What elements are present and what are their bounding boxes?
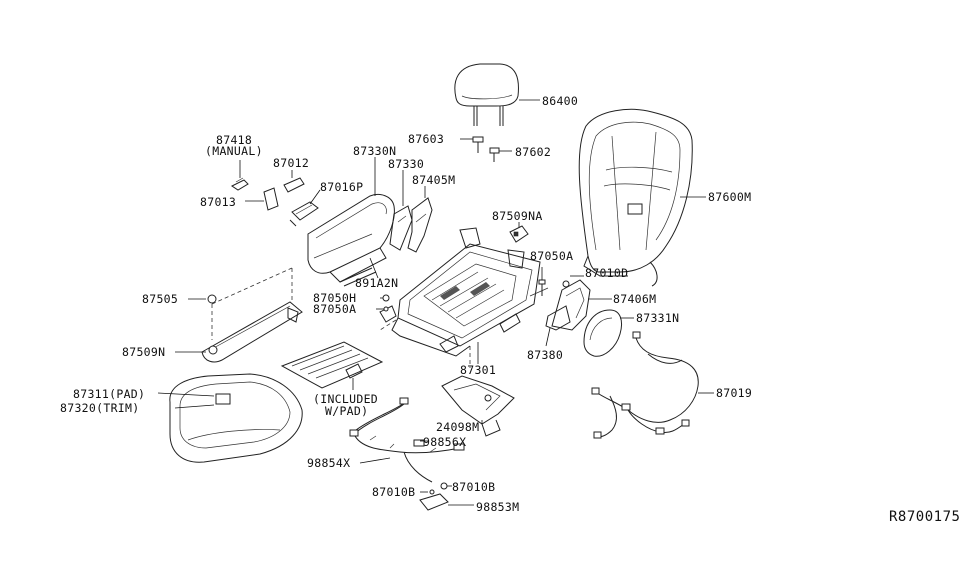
rail-cover bbox=[201, 267, 303, 363]
label-98854X: 98854X bbox=[307, 456, 351, 470]
label-87418: 87418 bbox=[216, 133, 253, 147]
label-87505: 87505 bbox=[142, 292, 179, 306]
label-87331N: 87331N bbox=[636, 311, 680, 325]
label-87013: 87013 bbox=[200, 195, 237, 209]
label-24098M: 24098M bbox=[436, 420, 480, 434]
recliner-cover-outer bbox=[551, 279, 591, 331]
seat-frame-assembly bbox=[379, 227, 549, 368]
label-87600M: 87600M bbox=[708, 190, 752, 204]
label-86400: 86400 bbox=[542, 94, 579, 108]
small-bracket bbox=[289, 201, 319, 227]
occupant-sensor-harness bbox=[349, 397, 465, 483]
manual-lever bbox=[231, 177, 249, 191]
label-87050A-top: 87050A bbox=[530, 249, 574, 263]
seat-cushion bbox=[169, 373, 303, 463]
label-87019: 87019 bbox=[716, 386, 753, 400]
seatback-assembly bbox=[578, 108, 693, 287]
label-891A2N: 891A2N bbox=[355, 276, 399, 290]
label-87010B-left: 87010B bbox=[372, 485, 416, 499]
round-cap bbox=[583, 309, 623, 357]
knob-cover bbox=[283, 177, 305, 193]
label-87418-manual: (MANUAL) bbox=[205, 144, 263, 158]
clip-and-screw bbox=[382, 294, 390, 312]
label-87012: 87012 bbox=[273, 156, 310, 170]
label-87050A: 87050A bbox=[313, 302, 357, 316]
label-87010B-right: 87010B bbox=[452, 480, 496, 494]
side-finisher-inner bbox=[389, 205, 413, 251]
label-87320-trim: 87320(TRIM) bbox=[60, 401, 140, 415]
label-87301: 87301 bbox=[460, 363, 497, 377]
label-98853M: 98853M bbox=[476, 500, 520, 514]
label-included-1: (INCLUDED bbox=[313, 392, 379, 406]
label-98856X: 98856X bbox=[423, 435, 467, 449]
label-87016P: 87016P bbox=[320, 180, 364, 194]
screw-top bbox=[538, 279, 546, 296]
label-87330N: 87330N bbox=[353, 144, 397, 158]
wire-clip-strip bbox=[339, 267, 377, 287]
label-87406M: 87406M bbox=[613, 292, 657, 306]
cushion-heater-pad bbox=[280, 341, 384, 389]
label-87509N: 87509N bbox=[122, 345, 166, 359]
seat-bracket-small bbox=[509, 225, 529, 243]
sensor-module bbox=[419, 482, 449, 511]
diagram-reference-id: R8700175 bbox=[889, 509, 961, 525]
seat-cushion-frame-bracket bbox=[407, 197, 433, 253]
label-87010D: 87010D bbox=[585, 266, 629, 280]
label-87050H: 87050H bbox=[313, 291, 357, 305]
recliner-cover-knob bbox=[263, 187, 279, 211]
label-87380: 87380 bbox=[527, 348, 564, 362]
seat-wire-harness bbox=[591, 331, 699, 439]
label-87405M: 87405M bbox=[412, 173, 456, 187]
label-87603: 87603 bbox=[408, 132, 445, 146]
label-included-2: W/PAD) bbox=[325, 404, 369, 418]
headrest bbox=[454, 63, 519, 126]
label-87602: 87602 bbox=[515, 145, 552, 159]
harness-bracket bbox=[441, 375, 515, 437]
seat-side-finisher bbox=[307, 193, 395, 283]
label-87311-pad: 87311(PAD) bbox=[73, 387, 146, 401]
recliner-cover-inner bbox=[545, 305, 571, 331]
label-87509NA: 87509NA bbox=[492, 209, 543, 223]
headrest-guide-pins bbox=[472, 136, 500, 162]
label-87330: 87330 bbox=[388, 157, 425, 171]
grommet bbox=[207, 294, 217, 304]
